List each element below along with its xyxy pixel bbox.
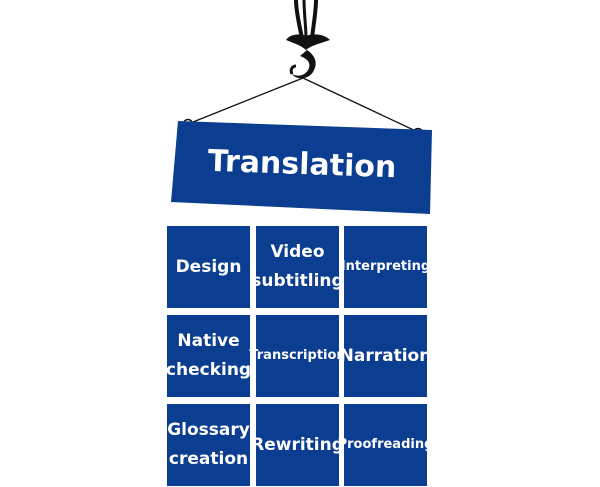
service-label: Video subtitling [251, 242, 344, 291]
service-label: Rewriting [251, 434, 344, 455]
service-tile-glossary-creation: Glossary creation [167, 404, 250, 486]
service-tile-narration: Narration [340, 315, 431, 397]
service-tile-design: Design [167, 226, 250, 308]
hook-icon [286, 34, 330, 79]
sign-title: Translation [207, 144, 397, 186]
service-tile-proofreading: Proofreading [338, 404, 433, 486]
service-label: Proofreading [337, 437, 434, 452]
service-label: Native checking [165, 331, 252, 380]
service-tile-rewriting: Rewriting [251, 404, 344, 486]
service-label: Interpreting [340, 259, 431, 274]
translation-sign: Translation [171, 121, 432, 214]
service-label: Transcription [249, 348, 346, 363]
service-label: Glossary creation [167, 420, 250, 469]
service-label: Design [175, 256, 242, 277]
service-tile-interpreting: Interpreting [340, 226, 431, 308]
service-label: Narration [339, 345, 432, 366]
service-tile-transcription: Transcription [249, 315, 346, 397]
service-tile-video-subtitling: Video subtitling [251, 226, 344, 308]
hook-cables [294, 0, 318, 39]
service-tile-native-checking: Native checking [165, 315, 252, 397]
